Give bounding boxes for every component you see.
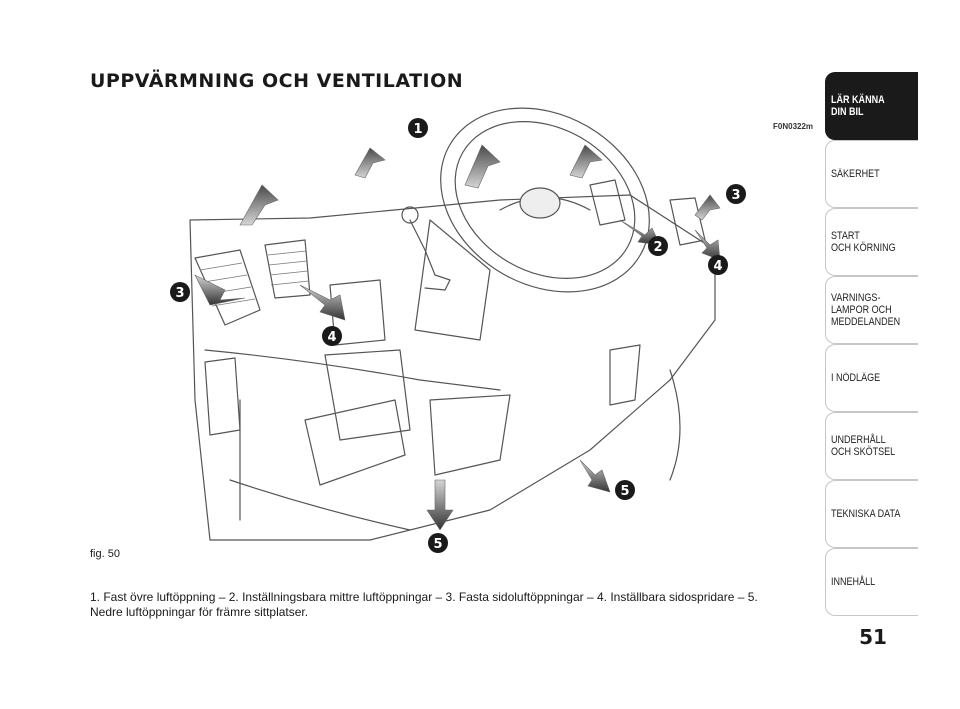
- svg-text:3: 3: [175, 286, 184, 301]
- tab-i-nodlage[interactable]: I NÖDLÄGE: [825, 344, 918, 412]
- svg-text:4: 4: [713, 259, 722, 274]
- glovebox: [304, 399, 406, 486]
- airflow-arrow-up-2: [354, 147, 386, 179]
- callout-5-left: 5: [428, 533, 448, 553]
- steering-wheel: [440, 107, 650, 293]
- callout-5-right: 5: [615, 480, 635, 500]
- figure-code: F0N0322m: [773, 122, 814, 131]
- svg-text:5: 5: [620, 484, 629, 499]
- callout-3-right: 3: [726, 184, 746, 204]
- tab-varningslampor[interactable]: VARNINGS- LAMPOR OCH MEDDELANDEN: [825, 276, 918, 344]
- airflow-arrow-left-adjustable: [299, 284, 346, 321]
- airflow-arrow-lower-left: [426, 479, 454, 531]
- tab-lar-kanna-din-bil[interactable]: LÄR KÄNNA DIN BIL: [825, 72, 918, 140]
- left-adjustable-vent: [264, 239, 311, 299]
- gear-lever: [409, 219, 451, 291]
- callout-4-left: 4: [322, 326, 342, 346]
- center-console: [329, 279, 386, 346]
- tab-tekniska-data[interactable]: TEKNISKA DATA: [825, 480, 918, 548]
- figure-caption: 1. Fast övre luftöppning – 2. Inställnin…: [90, 590, 758, 619]
- airflow-arrow-up-3: [464, 144, 501, 189]
- svg-text:5: 5: [433, 537, 442, 552]
- steering-wheel-hub: [519, 187, 561, 219]
- dashboard-illustration: 1 2 3 3 4 4 5 5: [170, 107, 746, 553]
- svg-text:4: 4: [327, 330, 336, 345]
- page-title: UPPVÄRMNING OCH VENTILATION: [90, 70, 464, 92]
- svg-text:3: 3: [731, 188, 740, 203]
- callout-3-left: 3: [170, 282, 190, 302]
- callout-2: 2: [648, 236, 668, 256]
- svg-text:1: 1: [413, 122, 422, 137]
- tab-sakerhet[interactable]: SÄKERHET: [825, 140, 918, 208]
- airflow-arrow-left-side: [194, 274, 246, 306]
- tab-innehall[interactable]: INNEHÅLL: [825, 548, 918, 616]
- door-pocket: [204, 357, 241, 436]
- tab-start-och-korning[interactable]: START OCH KÖRNING: [825, 208, 918, 276]
- tab-underhall-och-skotsel[interactable]: UNDERHÅLL OCH SKÖTSEL: [825, 412, 918, 480]
- callout-1: 1: [408, 118, 428, 138]
- airflow-arrow-lower-right: [579, 459, 611, 493]
- airflow-arrow-up-4: [569, 144, 603, 179]
- right-side-vent: [669, 197, 706, 246]
- callout-4-right: 4: [708, 255, 728, 275]
- airflow-arrow-up-1: [239, 184, 279, 226]
- chapter-tabs: LÄR KÄNNA DIN BIL SÄKERHET START OCH KÖR…: [825, 72, 918, 618]
- dashboard-outline: [189, 194, 716, 541]
- airflow-arrow-up-5: [694, 194, 721, 221]
- figure-label: fig. 50: [90, 548, 120, 560]
- svg-text:2: 2: [653, 240, 662, 255]
- page-number: 51: [859, 625, 887, 649]
